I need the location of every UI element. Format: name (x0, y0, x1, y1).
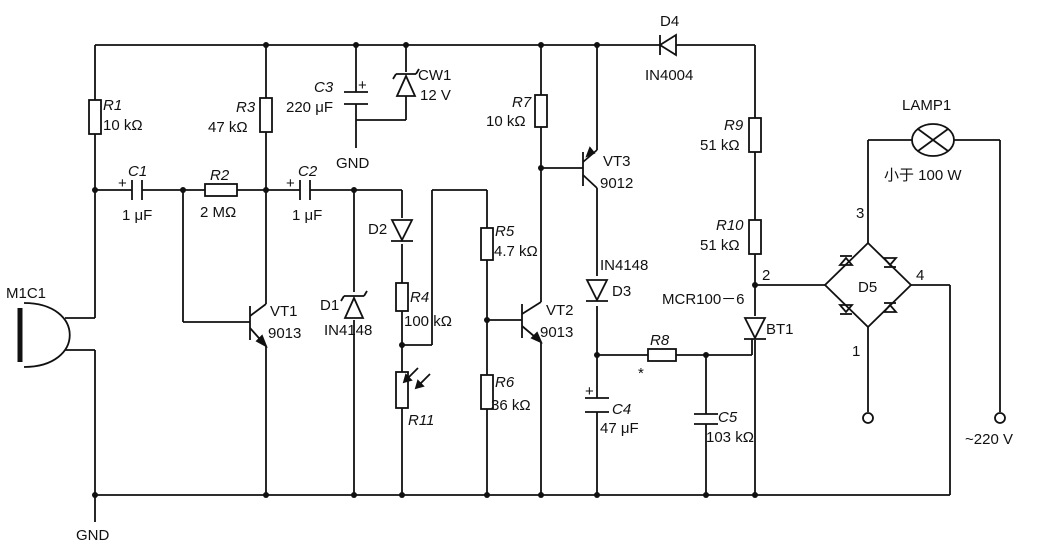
d3-value: IN4148 (600, 257, 648, 274)
c2-value: 1 μF (292, 207, 322, 224)
c2-label: C2 (298, 163, 318, 180)
d5-pin-1: 1 (852, 343, 860, 360)
vt3-label: VT3 (603, 153, 631, 170)
capacitor-c2: + C2 1 μF (286, 163, 322, 224)
transistor-vt2: VT2 9013 (521, 301, 574, 344)
r5-label: R5 (495, 223, 515, 240)
r7-value: 10 kΩ (486, 113, 526, 130)
thyristor-bt1: MCR100－6 BT1 (662, 291, 794, 355)
r8-label: R8 (650, 332, 670, 349)
d5-label: D5 (858, 279, 877, 296)
r11-label: R11 (408, 412, 434, 429)
r5-value: 4.7 kΩ (494, 243, 538, 260)
resistor-r1: R1 10 kΩ (88, 97, 143, 135)
c3-value: 220 μF (286, 99, 333, 116)
gnd-label-c3: GND (336, 155, 370, 172)
r10-value: 51 kΩ (700, 237, 740, 254)
capacitor-c5: C5 103 kΩ (694, 409, 754, 446)
c3-label: C3 (314, 79, 334, 96)
lamp-value: 小于 100 W (884, 167, 962, 184)
capacitor-c1: + C1 1 μF (118, 163, 152, 224)
r1-value: 10 kΩ (103, 117, 143, 134)
r6-value: 36 kΩ (491, 397, 531, 414)
r9-value: 51 kΩ (700, 137, 740, 154)
r4-label: R4 (410, 289, 429, 306)
r10-label: R10 (716, 217, 744, 234)
r2-label: R2 (210, 167, 230, 184)
r1-label: R1 (103, 97, 122, 114)
c4-value: 47 μF (600, 420, 639, 437)
r4-value: 100 kΩ (404, 313, 452, 330)
r7-label: R7 (512, 94, 532, 111)
vt1-label: VT1 (270, 303, 298, 320)
r6-label: R6 (495, 374, 515, 391)
resistor-r9: R9 51 kΩ (700, 117, 762, 154)
d4-label: D4 (660, 13, 679, 30)
c2-plus: + (286, 175, 295, 192)
vt3-value: 9012 (600, 175, 633, 192)
d2-label: D2 (368, 221, 387, 238)
wires (65, 44, 1001, 522)
bridge-rectifier-d5: D5 3 2 4 1 (762, 205, 924, 360)
d4-value: IN4004 (645, 67, 693, 84)
transistor-vt3: VT3 9012 (582, 146, 633, 192)
d5-pin-4: 4 (916, 267, 924, 284)
d3-label: D3 (612, 283, 631, 300)
c5-value: 103 kΩ (706, 429, 754, 446)
gnd-labels: GND GND (76, 155, 370, 544)
gnd-label-main: GND (76, 527, 110, 544)
d1-label: D1 (320, 297, 339, 314)
r3-value: 47 kΩ (208, 119, 248, 136)
junctions (92, 42, 758, 498)
resistor-r8: R8 * (638, 332, 677, 382)
vt1-value: 9013 (268, 325, 301, 342)
supply-label: ~220 V (965, 431, 1013, 448)
c4-plus: + (585, 383, 594, 400)
r2-value: 2 MΩ (200, 204, 236, 221)
capacitor-c3: + C3 220 μF (286, 77, 368, 116)
resistor-r2: R2 2 MΩ (200, 167, 238, 221)
resistor-r5: R5 4.7 kΩ (480, 223, 538, 261)
bt1-part: MCR100－6 (662, 291, 745, 308)
ac-terminals: ~220 V (862, 412, 1013, 448)
mic-label: M1C1 (6, 285, 46, 302)
resistor-r4: R4 100 kΩ (395, 282, 452, 330)
diode-d2: D2 (368, 219, 414, 243)
r8-mark: * (638, 365, 644, 382)
diode-d3: IN4148 D3 (585, 257, 648, 303)
lamp-lamp1: LAMP1 小于 100 W (884, 97, 962, 184)
d5-pin-2: 2 (762, 267, 770, 284)
resistor-r6: R6 36 kΩ (480, 374, 531, 414)
resistor-r7: R7 10 kΩ (486, 94, 548, 130)
bt1-label: BT1 (766, 321, 794, 338)
photoresistor-r11: R11 (395, 367, 434, 429)
zener-cw1: CW1 12 V (392, 67, 451, 104)
vt2-value: 9013 (540, 324, 573, 341)
zener-d1: D1 IN4148 (320, 290, 372, 339)
d1-value: IN4148 (324, 322, 372, 339)
d5-pin-3: 3 (856, 205, 864, 222)
cw1-value: 12 V (420, 87, 451, 104)
r3-label: R3 (236, 99, 256, 116)
diode-d4: D4 IN4004 (645, 13, 693, 84)
capacitor-c4: + C4 47 μF (585, 383, 639, 437)
c1-label: C1 (128, 163, 147, 180)
c4-label: C4 (612, 401, 631, 418)
c5-label: C5 (718, 409, 738, 426)
microphone-m1c1: M1C1 (6, 285, 71, 368)
c1-value: 1 μF (122, 207, 152, 224)
r9-label: R9 (724, 117, 744, 134)
cw1-label: CW1 (418, 67, 451, 84)
transistor-vt1: VT1 9013 (249, 303, 301, 349)
lamp-label: LAMP1 (902, 97, 951, 114)
resistor-r10: R10 51 kΩ (700, 217, 762, 255)
c3-plus: + (358, 77, 367, 94)
vt2-label: VT2 (546, 302, 574, 319)
resistor-r3: R3 47 kΩ (208, 97, 273, 136)
c1-plus: + (118, 175, 127, 192)
